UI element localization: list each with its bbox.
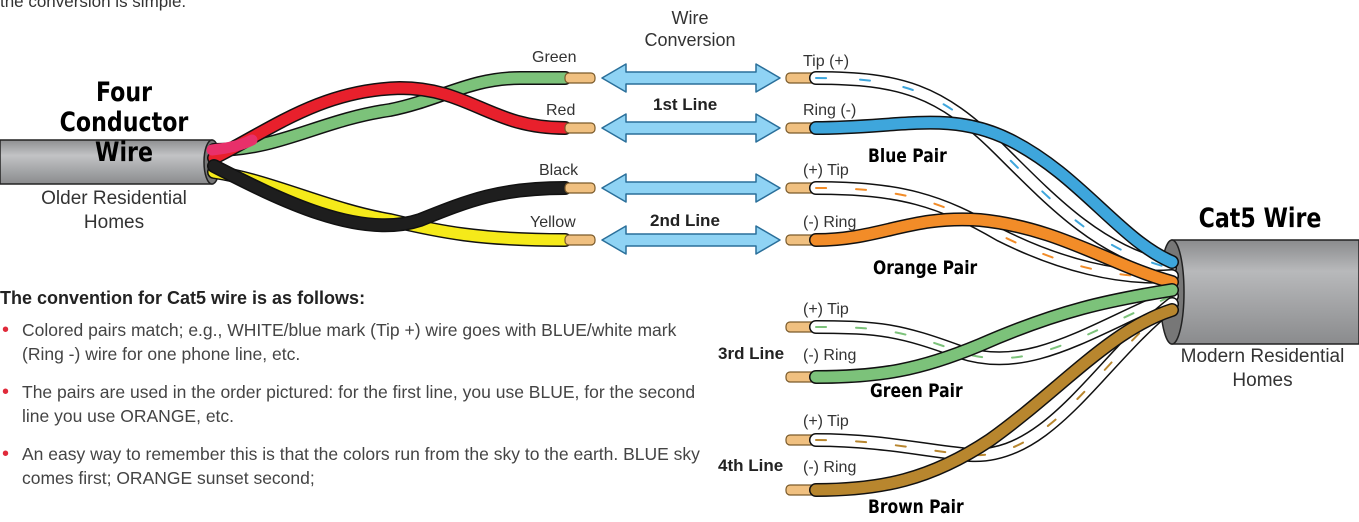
four-conductor-cable [0, 139, 213, 185]
arrow-black-tip [601, 173, 781, 203]
bullet-icon: • [2, 381, 10, 403]
ring-minus-label: Ring (-) [803, 102, 857, 119]
arrow-green-tip [601, 63, 781, 93]
bullet-icon: • [2, 443, 10, 465]
second-line-label: 2nd Line [650, 211, 720, 230]
tip-plus-label: Tip (+) [803, 53, 850, 70]
plus-tip-label-line4: (+) Tip [803, 413, 849, 430]
cat5-title: Cat5 Wire [1198, 203, 1322, 234]
cat5-cable [1171, 239, 1359, 345]
arrow-yellow-ring [601, 225, 781, 255]
note-item: •An easy way to remember this is that th… [2, 443, 700, 488]
blue-pair-label: Blue Pair [868, 145, 947, 167]
green-pair-label: Green Pair [870, 380, 963, 402]
minus-ring-label-line4: (-) Ring [803, 459, 857, 476]
minus-ring-label-line2: (-) Ring [803, 214, 857, 231]
left-subtitle: Older Residential Homes [41, 188, 187, 233]
wire-conversion-header: Wire Conversion [644, 8, 736, 50]
third-line-label: 3rd Line [718, 344, 785, 363]
four-conductor-title: Four Conductor Wire [59, 77, 189, 168]
minus-ring-label-line3: (-) Ring [803, 347, 857, 364]
arrow-red-ring [601, 113, 781, 143]
first-line-label: 1st Line [653, 95, 718, 114]
intro-text: the conversion is simple. [0, 0, 187, 11]
right-subtitle: Modern Residential Homes [1180, 346, 1345, 391]
wire-label-green: Green [532, 49, 577, 66]
fourth-line-label: 4th Line [718, 456, 784, 475]
wire-label-yellow: Yellow [530, 214, 576, 231]
notes-list: •Colored pairs match; e.g., WHITE/blue m… [0, 318, 700, 504]
bullet-icon: • [2, 319, 10, 341]
note-item: •The pairs are used in the order picture… [2, 381, 696, 426]
orange-pair-label: Orange Pair [873, 257, 978, 279]
notes-heading: The convention for Cat5 wire is as follo… [0, 288, 366, 308]
brown-pair-label: Brown Pair [868, 496, 964, 518]
wire-label-red: Red [546, 102, 576, 119]
note-item: •Colored pairs match; e.g., WHITE/blue m… [2, 319, 677, 364]
plus-tip-label-line2: (+) Tip [803, 162, 849, 179]
plus-tip-label-line3: (+) Tip [803, 301, 849, 318]
wire-label-black: Black [539, 162, 579, 179]
